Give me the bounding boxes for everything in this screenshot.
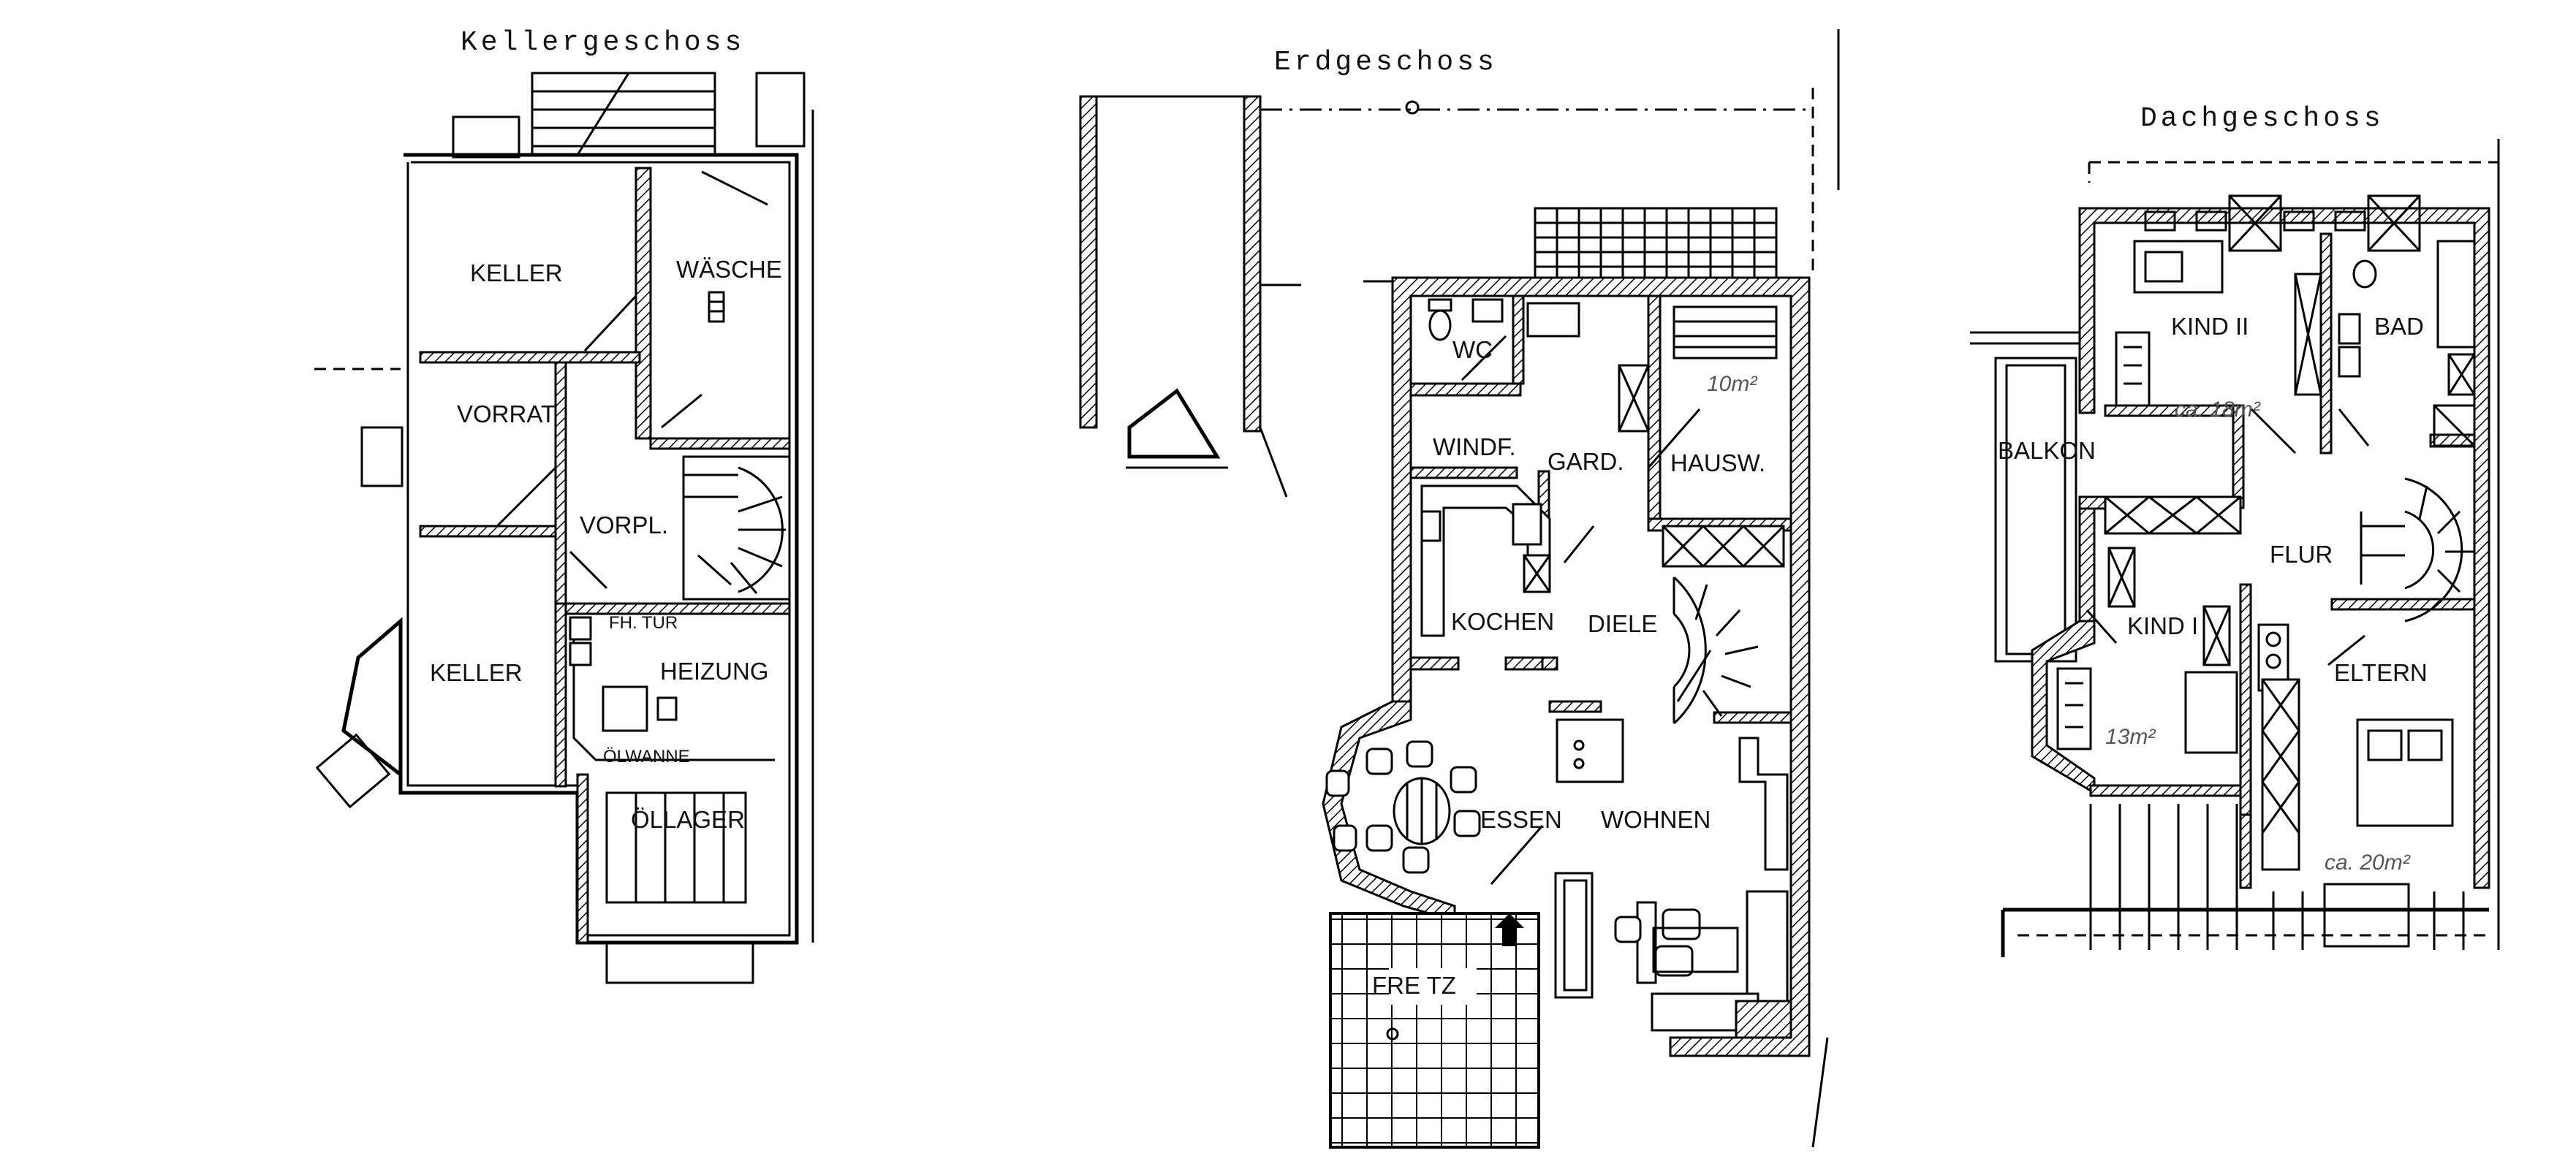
kitchen-sink-icon <box>1420 510 1442 542</box>
room-wohnen: WOHNEN <box>1601 806 1711 833</box>
attic-outer-wall <box>2078 207 2490 889</box>
basement-title: Kellergeschoss <box>461 27 745 58</box>
entrance-stair <box>1534 207 1778 279</box>
ground-title: Erdgeschoss <box>1274 47 1498 78</box>
basement-outer-wall <box>341 153 799 945</box>
skylight-icon <box>2228 194 2282 252</box>
label-oelwanne: ÖLWANNE <box>603 747 690 767</box>
room-wc: WC <box>1452 336 1493 363</box>
room-eltern: ELTERN <box>2334 659 2428 686</box>
hausw-counter <box>1672 305 1778 360</box>
boiler-icon <box>602 685 648 732</box>
room-waesche: WÄSCHE <box>676 256 782 283</box>
room-windf: WINDF. <box>1433 433 1516 460</box>
room-gard: GARD. <box>1548 448 1624 475</box>
room-keller-2: KELLER <box>430 659 523 686</box>
room-balkon: BALKON <box>1998 437 2096 464</box>
room-kind1: KIND I <box>2127 612 2198 639</box>
oil-tank-area <box>605 791 747 904</box>
attic-plan: Dachgeschoss <box>1970 103 2500 957</box>
bed-kind1-icon <box>2184 671 2238 754</box>
bath-sink-icon <box>2338 313 2361 345</box>
room-freisitz: FRE TZ <box>1372 972 1456 999</box>
stove-icon <box>1512 503 1542 546</box>
roof-outline <box>2088 161 2500 183</box>
ground-floor-plan: Erdgeschoss <box>1079 47 1814 1149</box>
room-heizung: HEIZUNG <box>660 658 769 685</box>
room-essen: ESSEN <box>1480 806 1562 833</box>
attic-title: Dachgeschoss <box>2140 103 2384 134</box>
basement-outside-stair <box>531 72 716 156</box>
note-eltern-area: ca. 20m² <box>2325 851 2411 875</box>
washing-icon <box>708 291 725 323</box>
garage-marker <box>1127 388 1221 459</box>
sofa-icon <box>1738 737 1789 871</box>
entrance-arrow-icon <box>1495 913 1524 946</box>
note-hausw-area: 10m² <box>1707 372 1757 396</box>
room-diele: DIELE <box>1588 610 1657 637</box>
wc-sink-icon <box>1471 298 1504 323</box>
terrace-tiles <box>1329 912 1540 1149</box>
room-kind2: KIND II <box>2171 313 2249 340</box>
bed-eltern-icon <box>2356 718 2454 827</box>
room-kochen: KOCHEN <box>1451 608 1554 635</box>
room-oellager: ÖLLAGER <box>631 806 745 833</box>
room-keller-1: KELLER <box>470 259 563 286</box>
basement-lightwell-top <box>452 115 520 159</box>
room-bad: BAD <box>2374 313 2424 340</box>
label-fh-tuer: FH. TÜR <box>609 613 678 633</box>
basement-plan: Kellergeschoss <box>314 27 806 984</box>
bath-toilet-icon <box>2352 259 2377 289</box>
toilet-icon <box>1428 309 1452 341</box>
bathtub-icon <box>2436 240 2476 349</box>
room-vorpl: VORPL. <box>580 511 668 539</box>
room-vorrat: VORRAT <box>457 400 556 427</box>
note-kind1-area: 13m² <box>2105 725 2156 749</box>
room-flur: FLUR <box>2270 541 2333 568</box>
room-hausw: HAUSW. <box>1670 449 1765 476</box>
basement-lightwell-left <box>360 426 404 487</box>
note-kind2-area: ca. 18m² <box>2175 397 2261 422</box>
bed-kind2-icon <box>2133 240 2224 294</box>
